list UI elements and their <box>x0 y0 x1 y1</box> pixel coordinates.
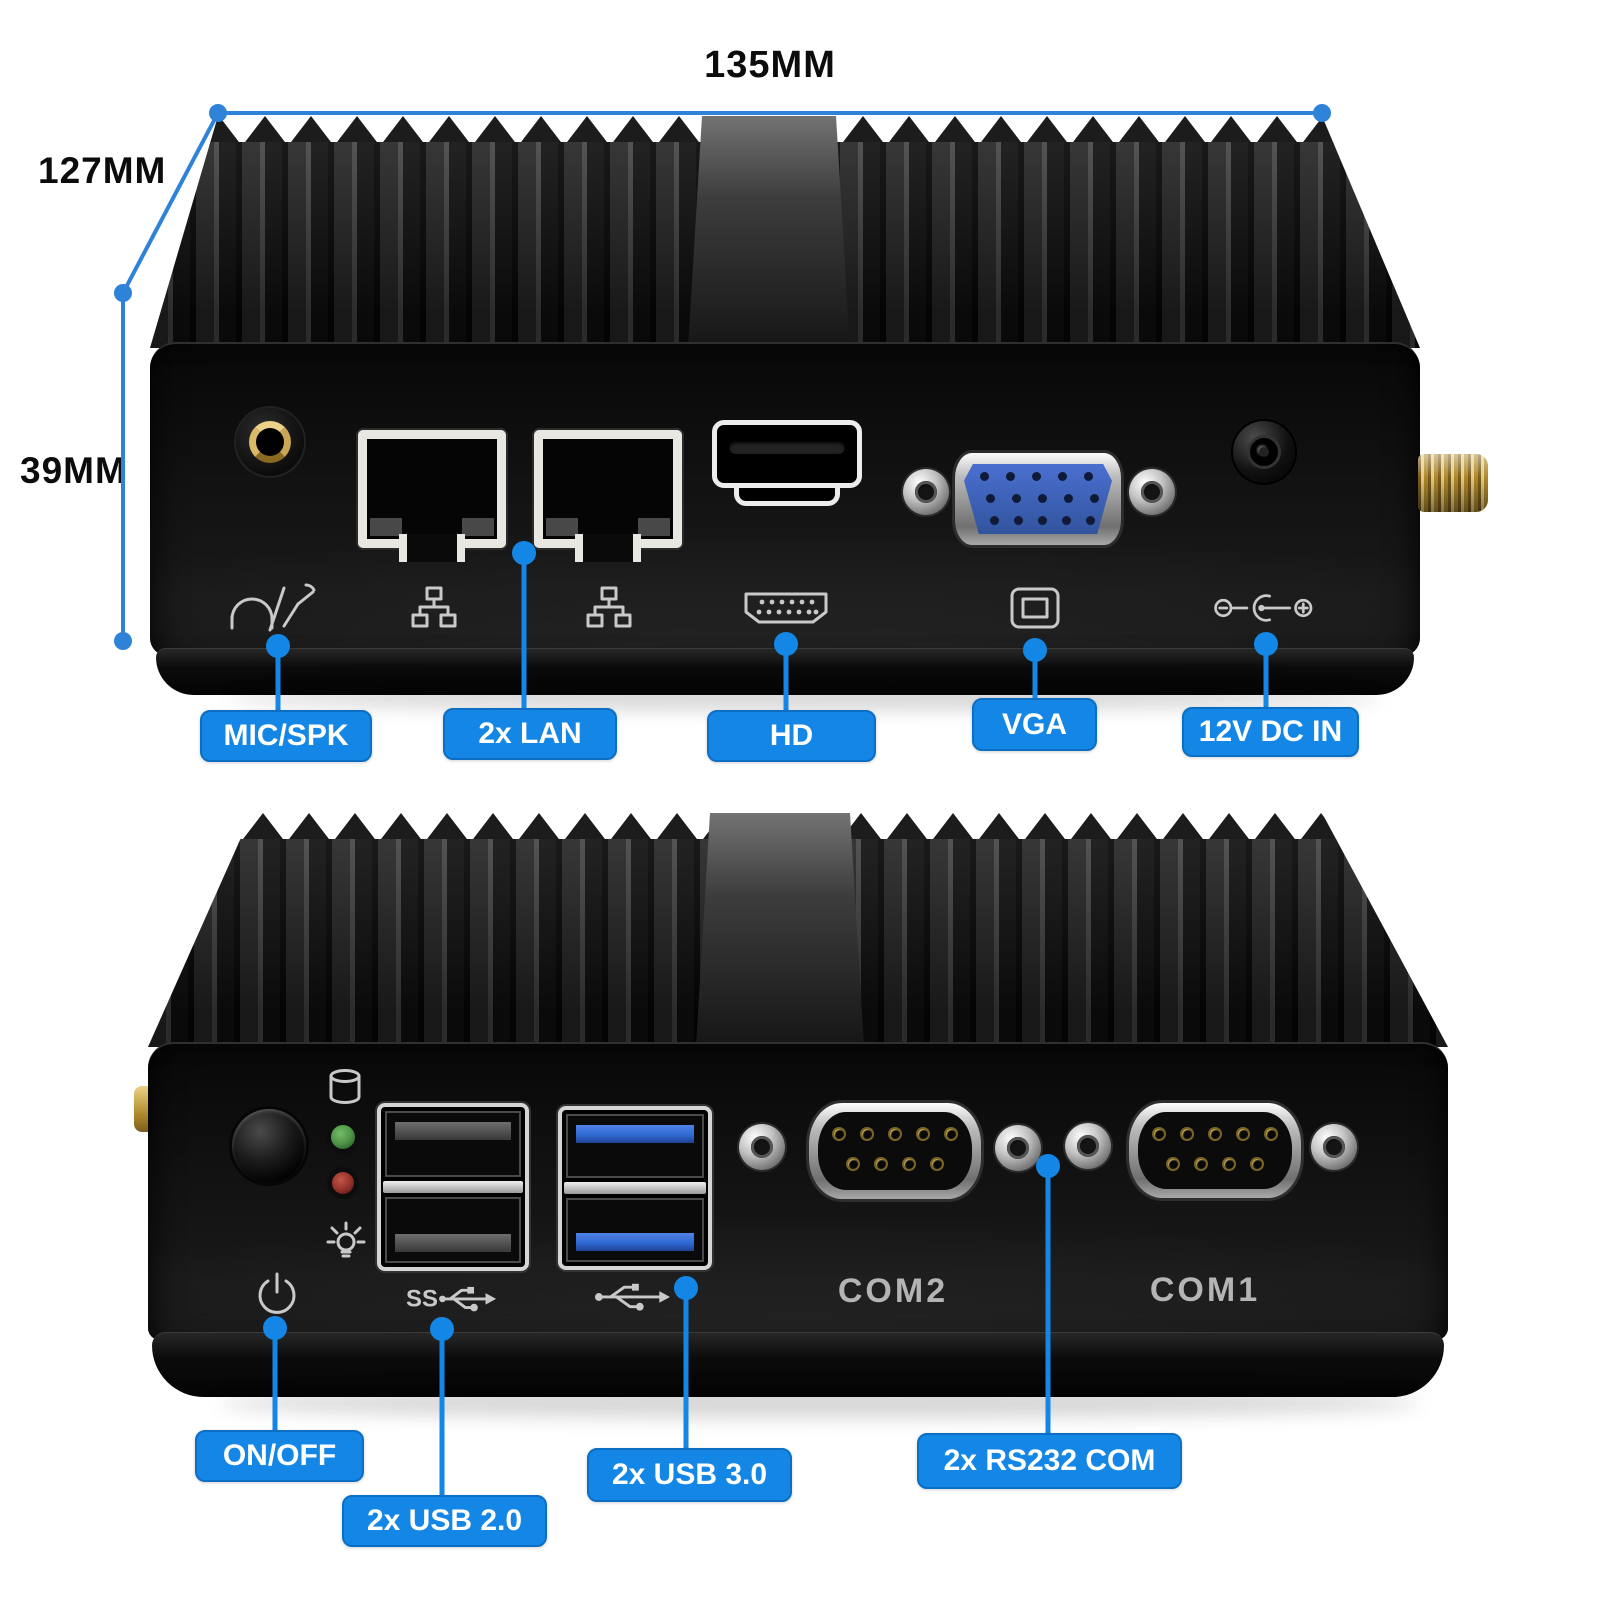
callout-12v-dc-in: 12V DC IN <box>1182 707 1359 757</box>
dimension-depth-label: 127MM <box>38 150 167 191</box>
usb3-port-top <box>566 1114 704 1178</box>
callout-vga: VGA <box>972 698 1097 751</box>
lan-latch <box>399 534 465 562</box>
dimension-width-label: 135MM <box>704 44 836 86</box>
heatsink-bottom <box>148 813 1448 1047</box>
callout-2x-lan: 2x LAN <box>443 708 617 760</box>
antenna-sma-connector <box>1418 454 1488 512</box>
power-button <box>232 1109 306 1183</box>
indicator-light-icon <box>326 1220 366 1260</box>
usb-divider <box>383 1181 523 1193</box>
usb2-port-top <box>385 1111 521 1177</box>
dimension-height-label: 39MM <box>20 450 127 491</box>
callout-2x-usb3: 2x USB 3.0 <box>587 1448 792 1502</box>
usb3-ss-icon: SS <box>406 1279 498 1315</box>
com1-port <box>1126 1100 1304 1201</box>
lan-led-window <box>462 518 494 536</box>
usb2-port-stack <box>377 1103 529 1271</box>
device-shadow <box>220 1388 1420 1418</box>
usb-icon <box>593 1277 671 1313</box>
vga-screw-right <box>1129 469 1175 515</box>
vga-port <box>952 450 1124 548</box>
hdmi-icon <box>738 585 834 631</box>
callout-mic-spk: MIC/SPK <box>200 710 372 762</box>
usb3-port-bottom <box>566 1198 704 1262</box>
com1-screw-left <box>1065 1123 1111 1169</box>
com1-print: COM1 <box>1149 1271 1261 1309</box>
hdmi-port <box>712 420 862 506</box>
callout-on-off: ON/OFF <box>195 1430 364 1482</box>
com2-screw-right <box>995 1125 1041 1171</box>
heatsink-top <box>150 116 1420 348</box>
callout-2x-usb2: 2x USB 2.0 <box>342 1495 547 1547</box>
usb2-port-bottom <box>385 1197 521 1263</box>
heatsink-center-block <box>696 813 864 1047</box>
headphone-mic-icon <box>222 582 322 634</box>
callout-hd: HD <box>707 710 876 762</box>
dc-polarity-icon <box>1210 588 1322 628</box>
ethernet-icon <box>411 586 457 630</box>
heatsink-center-block <box>688 116 850 348</box>
com2-screw-left <box>739 1124 785 1170</box>
com1-screw-right <box>1311 1124 1357 1170</box>
vga-insert <box>964 464 1112 534</box>
lan-port-1-cavity <box>367 439 497 539</box>
lan-latch <box>575 534 641 562</box>
vga-screw-left <box>903 469 949 515</box>
com1-face <box>1138 1112 1292 1189</box>
com2-print: COM2 <box>837 1272 949 1310</box>
usb-divider <box>564 1182 706 1194</box>
hdmi-port-slot <box>712 420 862 488</box>
lan-led-window <box>638 518 670 536</box>
antenna-connector-side <box>134 1086 150 1132</box>
lan-led-window <box>546 518 578 536</box>
lan-led-window <box>370 518 402 536</box>
power-icon <box>255 1271 299 1315</box>
lan-port-1 <box>358 430 506 562</box>
com2-face <box>818 1112 972 1190</box>
usb3-port-stack <box>558 1106 712 1270</box>
ethernet-icon <box>586 586 632 630</box>
hdd-activity-icon <box>326 1068 364 1106</box>
lan-port-2-cavity <box>543 439 673 539</box>
power-led <box>327 1167 359 1199</box>
callout-2x-rs232-com: 2x RS232 COM <box>917 1433 1182 1489</box>
dc-power-jack <box>1233 421 1295 483</box>
hdd-led <box>326 1120 360 1154</box>
audio-jack-port <box>236 408 304 476</box>
device-shadow <box>230 684 1380 710</box>
svg-text:SS: SS <box>406 1286 438 1313</box>
case-base-front <box>152 1332 1444 1397</box>
com2-port <box>806 1100 984 1202</box>
vga-monitor-icon <box>1009 586 1061 630</box>
lan-port-2 <box>534 430 682 562</box>
